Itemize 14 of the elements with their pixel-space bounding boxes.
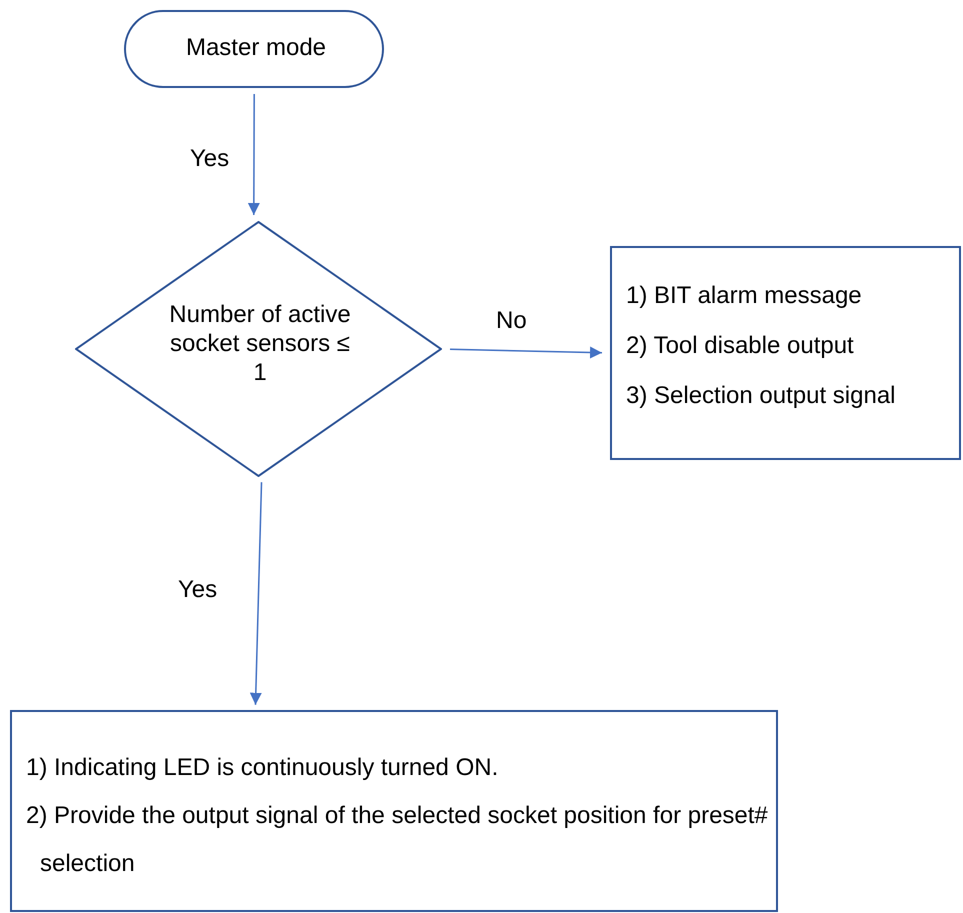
arrow bbox=[248, 94, 260, 215]
node-text: 1) Indicating LED is continuously turned ON. bbox=[26, 754, 500, 783]
terminal-box bbox=[124, 10, 384, 88]
node-text: 1) BIT alarm message bbox=[626, 282, 863, 311]
node-text: Number of active socket sensors ≤ 1 bbox=[168, 301, 352, 388]
arrow bbox=[250, 482, 262, 705]
process-box bbox=[610, 246, 961, 460]
node-text: 2) Provide the output signal of the selected socket position for preset# selection bbox=[26, 801, 769, 879]
process-box bbox=[10, 710, 778, 912]
node-text: 3) Selection output signal bbox=[626, 382, 897, 411]
decision-diamond bbox=[75, 221, 442, 477]
arrow bbox=[450, 346, 602, 359]
node-text: Master mode bbox=[184, 34, 328, 63]
node-text: 2) Tool disable output bbox=[626, 332, 855, 361]
